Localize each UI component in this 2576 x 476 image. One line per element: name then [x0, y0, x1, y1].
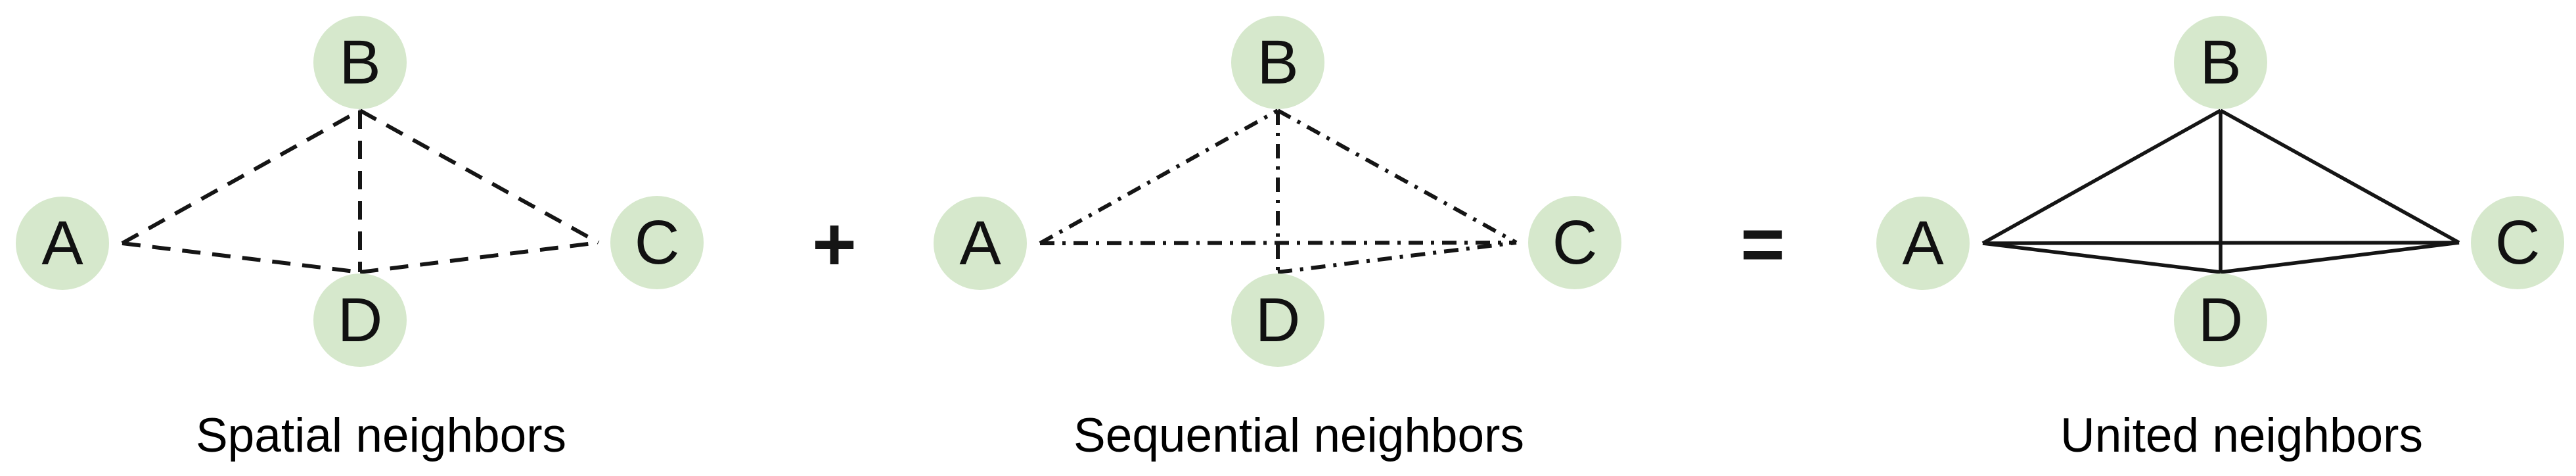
node-label-D: D — [1255, 285, 1301, 355]
plus-operator: + — [812, 201, 857, 287]
equals-operator: = — [1740, 201, 1785, 287]
edge-B-C — [359, 108, 600, 245]
node-label-C: C — [2495, 208, 2541, 277]
node-B — [313, 16, 407, 109]
edge-B-C — [2219, 108, 2460, 245]
node-label-B: B — [1257, 28, 1298, 97]
node-label-B: B — [2200, 28, 2241, 97]
caption-spatial-neighbors: Spatial neighbors — [195, 409, 567, 462]
node-label-C: C — [1552, 208, 1598, 277]
edge-A-D — [1982, 241, 2221, 274]
node-D — [2174, 274, 2267, 367]
node-label-C: C — [635, 208, 680, 277]
panel-spatial-neighbors: A B C D Spatial neighbors — [13, 0, 749, 476]
edge-D-C — [359, 241, 599, 274]
node-D — [313, 274, 407, 367]
node-label-D: D — [2198, 285, 2244, 355]
edge-B-C — [1277, 108, 1518, 245]
graph-sequential-neighbors: A B C D — [934, 16, 1621, 367]
edge-D-C — [1277, 241, 1517, 274]
edge-A-B — [1039, 108, 1279, 245]
edge-D-C — [2220, 241, 2460, 274]
node-A — [1876, 197, 1970, 290]
node-label-A: A — [1902, 208, 1944, 278]
panel-sequential-neighbors: A B C D Sequential neighbors — [931, 0, 1667, 476]
node-C — [2471, 196, 2564, 289]
edge-A-D — [122, 241, 361, 274]
node-C — [610, 196, 704, 289]
graph-united-neighbors: A B C D — [1876, 16, 2564, 367]
node-label-A: A — [41, 208, 83, 278]
node-C — [1528, 196, 1621, 289]
graph-spatial-neighbors: A B C D — [16, 16, 704, 367]
node-A — [16, 197, 109, 290]
edge-A-B — [1981, 108, 2222, 245]
node-label-A: A — [959, 208, 1001, 278]
caption-sequential-neighbors: Sequential neighbors — [1073, 409, 1524, 462]
edge-A-B — [121, 108, 361, 245]
caption-united-neighbors: United neighbors — [2060, 409, 2423, 462]
node-label-D: D — [338, 285, 383, 355]
node-B — [1231, 16, 1324, 109]
node-D — [1231, 274, 1324, 367]
node-A — [934, 197, 1027, 290]
panel-united-neighbors: A B C D United neighbors — [1874, 0, 2576, 476]
node-label-B: B — [339, 28, 380, 97]
node-B — [2174, 16, 2267, 109]
